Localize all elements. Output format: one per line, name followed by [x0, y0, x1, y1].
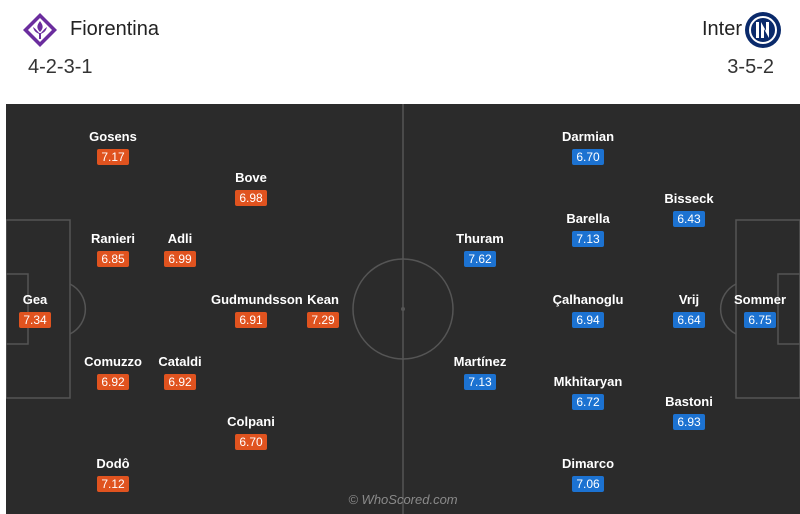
- player-name: Dimarco: [561, 456, 615, 471]
- player-rating: 6.85: [97, 251, 129, 267]
- home-player[interactable]: Gudmundsson 6.91: [211, 292, 303, 329]
- home-player[interactable]: Kean 7.29: [283, 292, 363, 329]
- player-name: Bove: [235, 170, 267, 185]
- away-player[interactable]: Thuram 7.62: [440, 231, 520, 268]
- player-name: Bisseck: [664, 191, 714, 206]
- away-team-name[interactable]: Inter: [701, 18, 742, 40]
- home-team-name[interactable]: Fiorentina: [70, 18, 159, 40]
- away-player[interactable]: Barella 7.13: [548, 211, 628, 248]
- player-rating: 6.75: [744, 312, 776, 328]
- away-player[interactable]: Dimarco 7.06: [548, 456, 628, 493]
- home-player[interactable]: Bove 6.98: [211, 170, 291, 207]
- player-rating: 6.92: [164, 374, 196, 390]
- player-rating: 6.72: [572, 394, 604, 410]
- player-rating: 7.06: [572, 476, 604, 492]
- player-name: Colpani: [227, 414, 275, 429]
- away-player[interactable]: Darmian 6.70: [548, 129, 628, 166]
- player-name: Sommer: [733, 292, 787, 307]
- player-name: Thuram: [456, 231, 504, 246]
- home-formation: 4-2-3-1: [28, 56, 93, 78]
- player-rating: 7.13: [572, 231, 604, 247]
- player-rating: 6.94: [572, 312, 604, 328]
- home-player[interactable]: Cataldi 6.92: [140, 354, 220, 391]
- player-name: Darmian: [561, 129, 615, 144]
- player-rating: 7.13: [464, 374, 496, 390]
- home-player[interactable]: Gea 7.34: [6, 292, 75, 329]
- away-player[interactable]: Mkhitaryan 6.72: [548, 374, 628, 411]
- player-name: Ranieri: [90, 231, 136, 246]
- inter-logo-icon: [745, 12, 781, 48]
- match-header: Fiorentina 4-2-3-1 Inter 3-5-2: [0, 0, 800, 100]
- home-player[interactable]: Comuzzo 6.92: [73, 354, 153, 391]
- player-name: Vrij: [678, 292, 700, 307]
- home-player[interactable]: Ranieri 6.85: [73, 231, 153, 268]
- away-player[interactable]: Sommer 6.75: [720, 292, 800, 329]
- player-rating: 7.34: [19, 312, 51, 328]
- player-rating: 6.93: [673, 414, 705, 430]
- home-player[interactable]: Gosens 7.17: [73, 129, 153, 166]
- pitch-markings: [6, 104, 800, 514]
- player-name: Gosens: [89, 129, 137, 144]
- player-name: Cataldi: [158, 354, 202, 369]
- away-player[interactable]: Vrij 6.64: [649, 292, 729, 329]
- pitch: Gosens 7.17 Bove 6.98 Ranieri 6.85 Adli …: [6, 104, 800, 514]
- player-name: Bastoni: [665, 394, 713, 409]
- player-name: Barella: [566, 211, 610, 226]
- player-name: Comuzzo: [84, 354, 142, 369]
- player-name: Martínez: [453, 354, 507, 369]
- away-player[interactable]: Bisseck 6.43: [649, 191, 729, 228]
- home-player[interactable]: Adli 6.99: [140, 231, 220, 268]
- player-name: Adli: [167, 231, 193, 246]
- player-name: Mkhitaryan: [553, 374, 623, 389]
- player-rating: 6.98: [235, 190, 267, 206]
- player-rating: 6.99: [164, 251, 196, 267]
- player-rating: 6.91: [235, 312, 267, 328]
- away-player[interactable]: Çalhanoglu 6.94: [548, 292, 628, 329]
- home-player[interactable]: Colpani 6.70: [211, 414, 291, 451]
- player-rating: 7.12: [97, 476, 129, 492]
- player-rating: 7.29: [307, 312, 339, 328]
- player-rating: 6.64: [673, 312, 705, 328]
- away-player[interactable]: Martínez 7.13: [440, 354, 520, 391]
- home-player[interactable]: Dodô 7.12: [73, 456, 153, 493]
- player-rating: 6.43: [673, 211, 705, 227]
- away-formation: 3-5-2: [727, 56, 774, 78]
- player-name: Kean: [307, 292, 339, 307]
- player-name: Gudmundsson: [211, 292, 303, 307]
- player-rating: 6.70: [235, 434, 267, 450]
- player-name: Çalhanoglu: [552, 292, 624, 307]
- player-rating: 6.92: [97, 374, 129, 390]
- player-name: Dodô: [96, 456, 130, 471]
- player-rating: 7.62: [464, 251, 496, 267]
- player-rating: 7.17: [97, 149, 129, 165]
- fiorentina-logo-icon: [23, 13, 57, 47]
- player-rating: 6.70: [572, 149, 604, 165]
- player-name: Gea: [22, 292, 48, 307]
- whoscored-watermark: © WhoScored.com: [348, 492, 458, 507]
- away-player[interactable]: Bastoni 6.93: [649, 394, 729, 431]
